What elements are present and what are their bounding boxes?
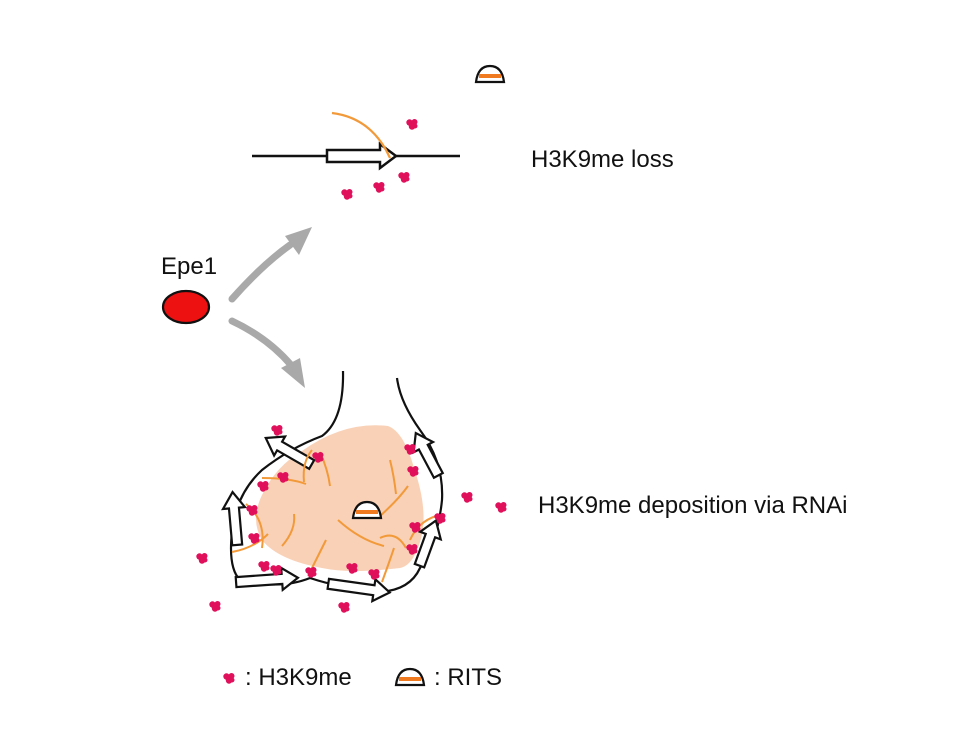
chromatin-backbone — [229, 370, 444, 594]
rna-strand — [231, 533, 269, 553]
top-rits-icon — [474, 64, 506, 84]
bottom-heterochromatin-loop — [221, 370, 445, 604]
arrow-to-bottom-state — [228, 317, 295, 369]
legend-h3k9me-label: : H3K9me — [245, 664, 352, 691]
top-rna-strand — [331, 111, 392, 159]
h3k9me-mark — [495, 502, 507, 513]
transition-arrows — [228, 227, 312, 388]
loop-gene-arrow — [412, 431, 445, 480]
legend-rits-label: : RITS — [434, 664, 503, 691]
h3k9me-mark — [258, 561, 270, 572]
h3k9me-mark — [209, 601, 221, 612]
rna-strand — [379, 485, 409, 517]
rna-strand — [409, 515, 437, 541]
label-h3k9me-deposition: H3K9me deposition via RNAi — [538, 492, 848, 519]
loop-rits-icon — [351, 500, 383, 520]
h3k9me-mark — [373, 182, 385, 193]
epe1-icon — [161, 289, 211, 325]
legend-rits-icon — [394, 667, 426, 687]
arrow-to-top-head — [285, 227, 312, 255]
loop-gene-arrow — [264, 435, 316, 471]
label-h3k9me-loss: H3K9me loss — [531, 146, 674, 173]
rna-strand — [389, 459, 397, 495]
h3k9me-mark — [368, 569, 380, 580]
arrow-to-bottom-head — [281, 358, 305, 388]
h3k9me-mark — [248, 533, 260, 544]
legend — [223, 667, 426, 687]
loop-gene-arrow — [234, 565, 300, 593]
arrow-to-top-state — [228, 241, 294, 303]
h3k9me-mark — [305, 567, 317, 578]
h3k9me-mark — [346, 563, 358, 574]
h3k9me-mark — [257, 481, 269, 492]
label-epe1: Epe1 — [161, 253, 218, 280]
rna-strand — [302, 449, 313, 483]
top-chromatin-locus — [252, 111, 460, 171]
h3k9me-mark — [338, 602, 350, 613]
h3k9me-mark — [196, 553, 208, 564]
loop-gene-arrow — [413, 518, 443, 569]
rna-strand — [281, 513, 296, 547]
loop-gene-arrows — [221, 431, 445, 604]
h3k9me-mark — [246, 505, 258, 516]
rna-strand — [337, 519, 385, 547]
top-gene-arrow — [325, 141, 399, 171]
loop-gene-arrow — [221, 490, 248, 547]
h3k9me-mark — [406, 119, 418, 130]
loop-gene-arrow — [326, 577, 392, 604]
h3k9me-mark — [461, 492, 473, 503]
rna-strand — [379, 534, 407, 549]
h3k9me-mark — [341, 189, 353, 200]
h3k9me-mark — [398, 172, 410, 183]
h3k9me-mark — [271, 425, 283, 436]
legend-h3k9me-icon — [223, 673, 235, 684]
rna-strand — [381, 547, 395, 583]
